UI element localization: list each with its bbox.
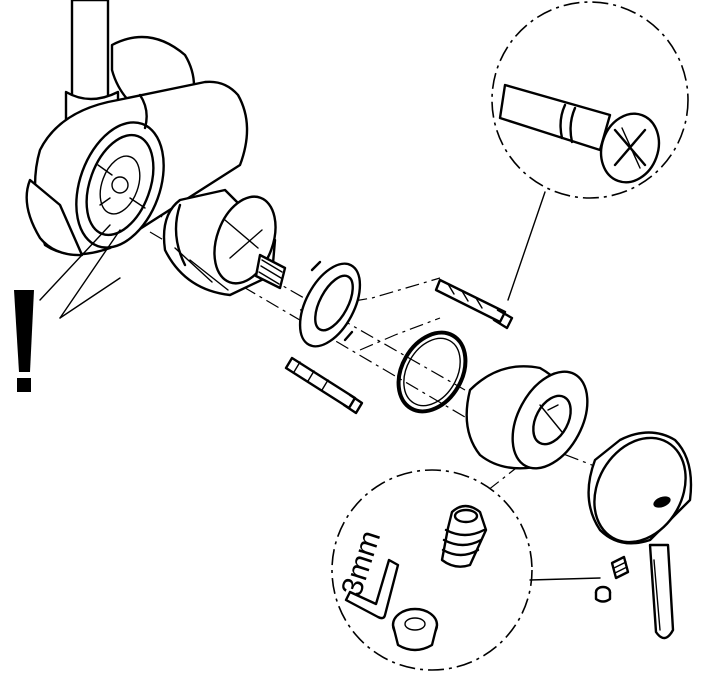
detail-leader-screw <box>507 191 546 301</box>
cartridge <box>162 188 287 297</box>
detail-circle-screw-head <box>491 1 689 199</box>
screw-upper <box>434 278 514 330</box>
warning-exclamation-icon <box>14 290 34 392</box>
cover-sleeve <box>465 365 589 470</box>
screw-lower <box>284 356 364 415</box>
warning-pointer-lines <box>39 224 121 319</box>
cap-nut-small <box>594 585 612 603</box>
cap-nut-large <box>391 607 439 652</box>
grub-screw-small <box>610 555 630 580</box>
o-ring <box>396 330 468 414</box>
phillips-screw-head-icon <box>613 127 647 169</box>
grub-screw-large <box>440 504 488 568</box>
allen-key-icon <box>344 558 400 620</box>
handle <box>587 431 693 640</box>
detail-leader-allen <box>529 577 601 581</box>
detail-circle-allen-key: 3mm <box>331 469 533 671</box>
mixer-body <box>25 0 249 257</box>
retaining-ring <box>298 260 362 348</box>
